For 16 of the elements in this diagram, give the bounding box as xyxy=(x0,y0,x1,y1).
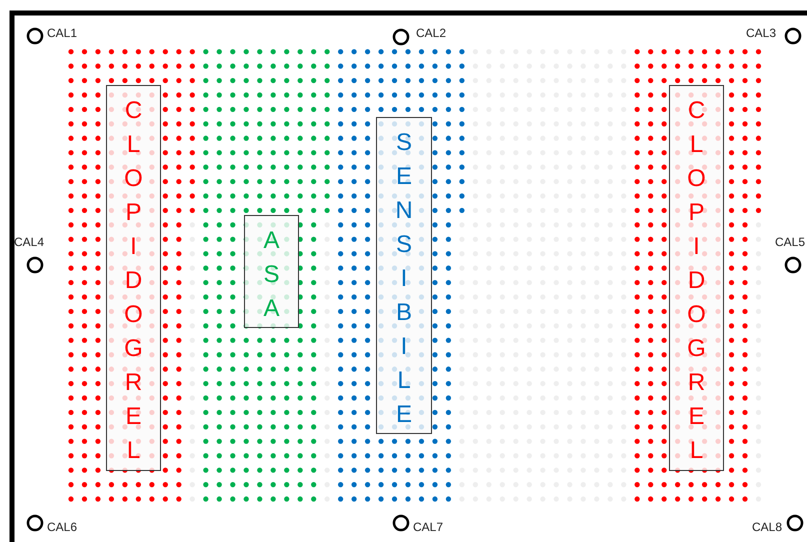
vertical-label: CLOPIDOGREL xyxy=(123,96,158,466)
calibration-label: CAL4 xyxy=(14,235,44,249)
vertical-label: SENSIBILE xyxy=(394,128,428,430)
vertical-label: ASA xyxy=(262,226,295,324)
calibration-label: CAL5 xyxy=(775,235,806,249)
calibration-label: CAL7 xyxy=(413,520,444,534)
calibration-label: CAL1 xyxy=(47,26,78,40)
calibration-label: CAL8 xyxy=(752,520,782,534)
label-box xyxy=(376,117,432,434)
calibration-label: CAL2 xyxy=(416,26,446,40)
calibration-label: CAL3 xyxy=(746,26,776,40)
calibration-label: CAL6 xyxy=(47,520,78,534)
vertical-label: CLOPIDOGREL xyxy=(686,96,720,466)
label-box xyxy=(669,85,724,471)
label-box xyxy=(244,215,299,328)
label-box xyxy=(106,85,161,471)
